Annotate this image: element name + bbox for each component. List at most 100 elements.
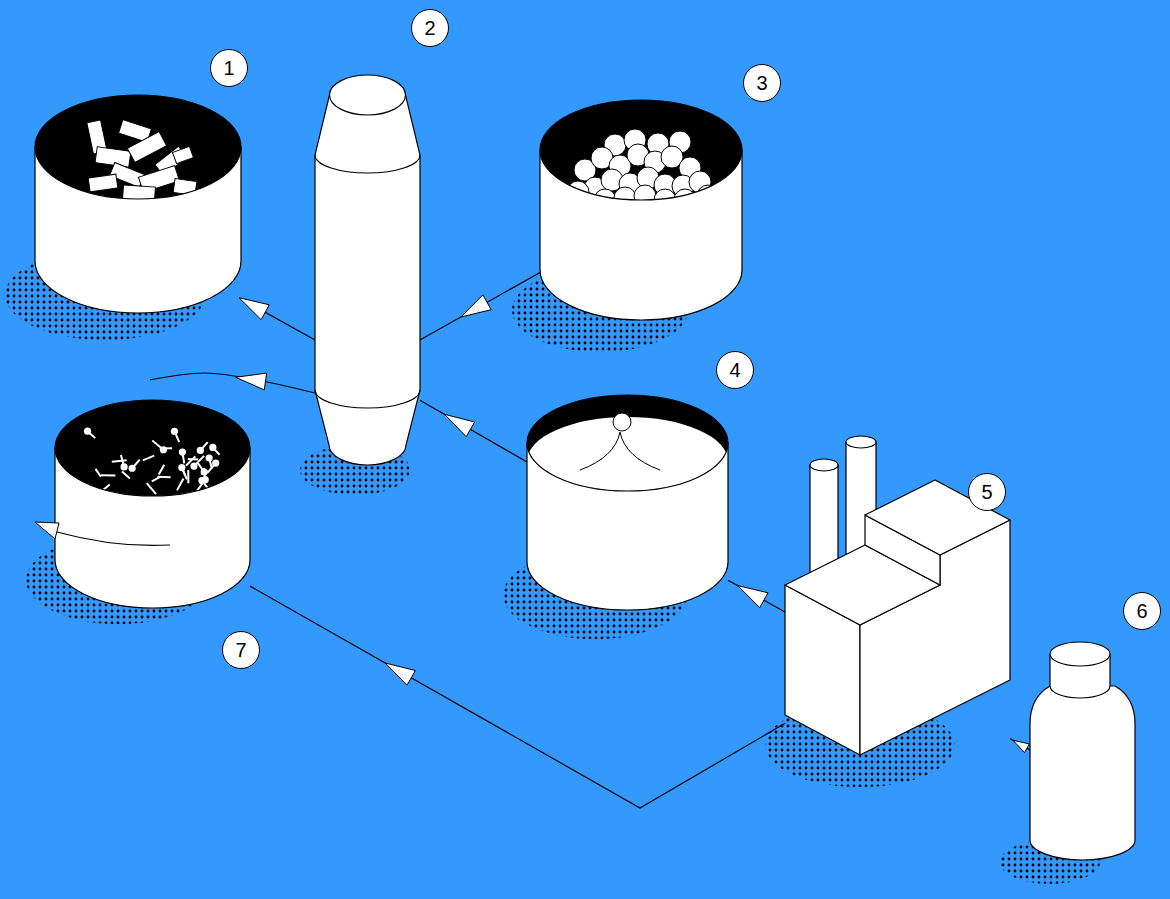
fiber-pin (183, 505, 193, 509)
factory-building: 5 (785, 435, 1010, 755)
pellet-ball (634, 185, 656, 207)
storage-tank: 1 (35, 95, 241, 313)
column-seam (315, 155, 420, 408)
fiber-pin (98, 506, 110, 511)
flow-line (250, 586, 785, 808)
flow-arrowhead (236, 373, 267, 390)
callout-number: 5 (968, 473, 1006, 511)
material-block (172, 146, 193, 163)
tank-rim (35, 95, 241, 199)
pin-head (182, 506, 189, 513)
pin-head (197, 447, 204, 454)
storage-tank-outline (540, 100, 742, 320)
storage-tank: 3 (540, 100, 742, 320)
callout-number: 3 (743, 64, 781, 102)
tank-opening (35, 95, 241, 199)
pin-head (215, 499, 222, 506)
callout-number: 6 (1123, 592, 1161, 630)
pin-head (190, 462, 197, 469)
chimney-top (810, 459, 838, 471)
fiber-pin (187, 470, 189, 483)
chimney (810, 465, 838, 575)
process-column-outline (315, 75, 420, 465)
storage-tank-outline (35, 95, 241, 313)
pin-head (212, 459, 219, 466)
column-body (315, 95, 420, 465)
bottle-body (1030, 686, 1135, 860)
callout-number: 1 (210, 49, 248, 87)
pin-head (129, 465, 136, 472)
storage-tank: 4 (527, 395, 728, 610)
pin-head (160, 446, 167, 453)
pin-head (179, 448, 186, 455)
flow-line (241, 299, 315, 340)
pellet-ball (697, 185, 719, 207)
flow-line (420, 400, 527, 462)
droplet (613, 413, 631, 431)
tank-rim (540, 100, 742, 200)
tank-contents (79, 428, 223, 522)
bottle-container-outline (1030, 640, 1135, 865)
pin-head (121, 463, 128, 470)
fiber-pin (147, 483, 156, 494)
pin-head (199, 510, 206, 517)
flow-line (1010, 739, 1030, 750)
tank-opening (55, 400, 250, 496)
pellet-ball (674, 189, 696, 211)
flow-line (150, 373, 315, 393)
flow-arrowhead (385, 663, 415, 685)
pin-head (212, 493, 219, 500)
fiber-pin (143, 456, 154, 461)
flow-line (728, 580, 785, 612)
column-top (330, 75, 406, 115)
storage-tank: 7 (55, 380, 250, 608)
flow-arrowhead (239, 298, 269, 320)
fiber-pin (112, 460, 127, 461)
fiber-pin (210, 499, 219, 507)
chimney-top (846, 436, 876, 448)
fiber-pin (165, 506, 175, 509)
tank-contents (87, 120, 197, 201)
stir-arrowhead (35, 522, 59, 539)
tank-rim (527, 395, 728, 491)
pin-head (84, 428, 91, 435)
fiber-pin (159, 465, 165, 475)
pin-head (190, 505, 197, 512)
pin-head (209, 444, 216, 451)
tank-contents (567, 129, 719, 211)
fiber-pin (177, 478, 183, 490)
stir-arrow-line (57, 532, 170, 545)
pellet-ball (614, 187, 636, 209)
pin-head (79, 514, 86, 521)
pin-head (171, 428, 178, 435)
fiber-pin (101, 474, 115, 476)
fiber-pin (188, 458, 198, 461)
liquid-splash (580, 432, 660, 470)
fiber-pin (158, 476, 171, 478)
flow-arrowhead (738, 586, 768, 608)
fiber-pin (171, 508, 185, 510)
pellet-ball (594, 189, 616, 211)
liquid-surface (527, 417, 728, 505)
material-block (88, 174, 118, 192)
material-block (95, 147, 131, 168)
fiber-pin (83, 508, 86, 518)
flow-arrowhead (445, 414, 475, 436)
bottle-cap-top (1050, 642, 1110, 666)
tank-rim (55, 400, 250, 496)
material-block (127, 131, 166, 162)
fiber-pin (181, 466, 185, 476)
fiber-pin (95, 469, 100, 477)
callout-number: 2 (411, 9, 449, 47)
callout-number: 7 (222, 631, 260, 669)
fiber-pin (204, 496, 215, 506)
fiber-pin (192, 505, 203, 514)
pin-head (206, 454, 213, 461)
fiber-pin (170, 499, 179, 504)
fiber-pin (204, 502, 219, 505)
fiber-pin (200, 507, 208, 515)
storage-tank-outline (55, 380, 250, 608)
fiber-pin (122, 472, 130, 479)
pin-head (176, 496, 183, 503)
